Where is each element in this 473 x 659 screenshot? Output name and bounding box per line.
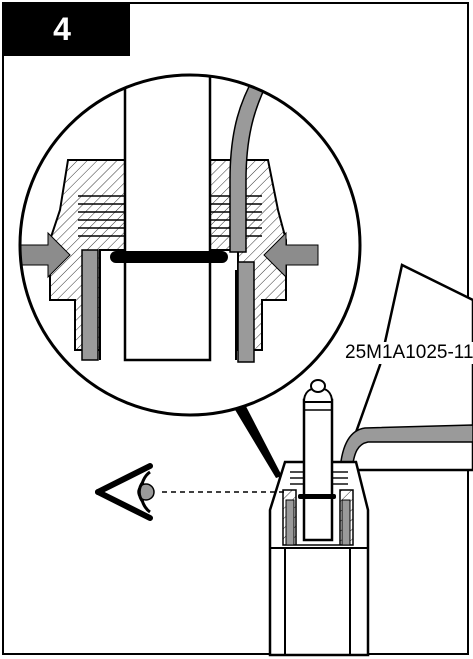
part-number-label: 25M1A1025-115 [343,342,473,364]
device-assembly [268,379,370,657]
step-number: 4 [53,10,71,47]
magnified-view [20,75,360,415]
step-number-badge: 4 [2,2,130,56]
zoom-lens [18,73,362,417]
eye-icon [95,463,155,521]
arrow-icon [263,231,319,279]
